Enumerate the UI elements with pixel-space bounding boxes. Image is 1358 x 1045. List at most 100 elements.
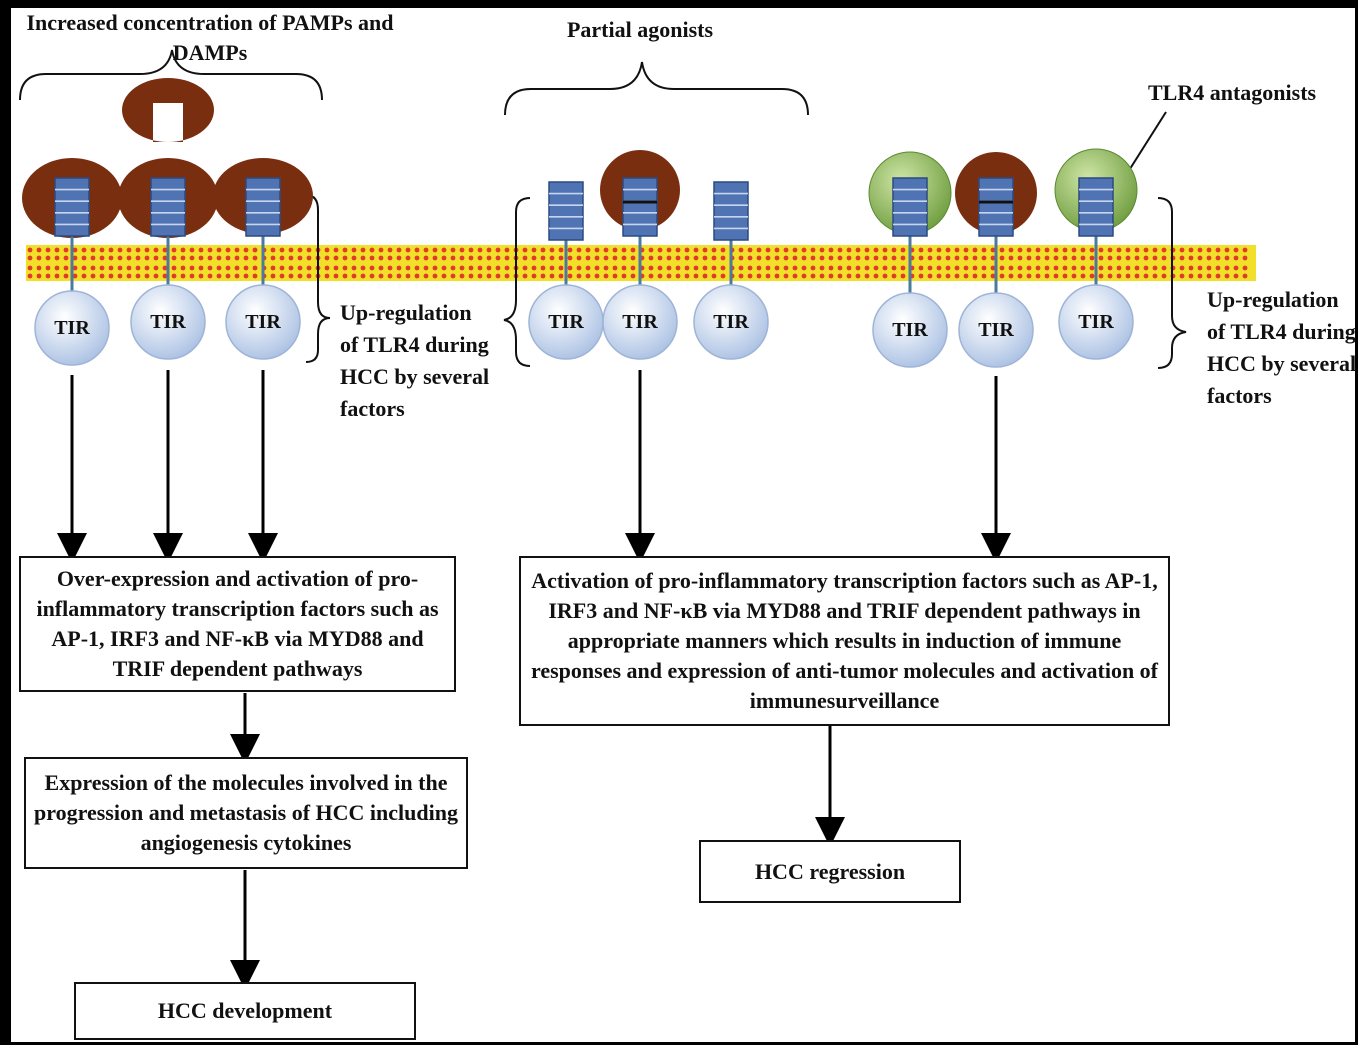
- membrane-dot: [1116, 265, 1122, 271]
- membrane-dot: [1107, 273, 1113, 279]
- membrane-dot: [171, 247, 177, 253]
- membrane-dot: [351, 255, 357, 261]
- membrane-dot: [441, 265, 447, 271]
- left-box-hcc-development: HCC development: [74, 982, 416, 1040]
- membrane-dot: [990, 247, 996, 253]
- membrane-dot: [576, 273, 582, 279]
- membrane-dot: [621, 255, 627, 261]
- membrane-dot: [405, 273, 411, 279]
- membrane-dot: [792, 273, 798, 279]
- membrane-dot: [630, 255, 636, 261]
- membrane-dot: [1017, 247, 1023, 253]
- membrane-dot: [882, 247, 888, 253]
- membrane-dot: [882, 255, 888, 261]
- membrane-dot: [225, 247, 231, 253]
- membrane-dot: [801, 273, 807, 279]
- membrane-dot: [378, 265, 384, 271]
- membrane-dot: [1197, 247, 1203, 253]
- tir-label: TIR: [150, 311, 186, 333]
- membrane-dot: [459, 265, 465, 271]
- membrane-dot: [549, 255, 555, 261]
- membrane-dot: [270, 273, 276, 279]
- membrane-dot: [873, 273, 879, 279]
- upregulation-label-right: Up-regulation of TLR4 during HCC by seve…: [1207, 287, 1357, 408]
- membrane-dot: [369, 265, 375, 271]
- membrane-dot: [720, 265, 726, 271]
- tir-label: TIR: [978, 319, 1014, 341]
- membrane-dot: [657, 273, 663, 279]
- membrane-dot: [756, 273, 762, 279]
- membrane-dot: [45, 273, 51, 279]
- membrane-dot: [1215, 247, 1221, 253]
- membrane-dot: [990, 265, 996, 271]
- membrane-dot: [414, 255, 420, 261]
- membrane-dot: [108, 273, 114, 279]
- membrane-dot: [1224, 247, 1230, 253]
- tir-domain: [130, 284, 206, 360]
- membrane-dot: [810, 265, 816, 271]
- membrane-dot: [441, 273, 447, 279]
- membrane-dot: [396, 273, 402, 279]
- membrane-dot: [621, 273, 627, 279]
- membrane-dot: [864, 255, 870, 261]
- membrane-dot: [837, 247, 843, 253]
- membrane-dot: [333, 247, 339, 253]
- membrane-dot: [1188, 273, 1194, 279]
- membrane-dot: [1134, 265, 1140, 271]
- membrane-dot: [1188, 265, 1194, 271]
- membrane-dot: [342, 265, 348, 271]
- membrane-dot: [684, 247, 690, 253]
- membrane-dot: [594, 247, 600, 253]
- membrane-dot: [1071, 247, 1077, 253]
- membrane-dot: [963, 273, 969, 279]
- membrane-dot: [747, 255, 753, 261]
- membrane-dot: [252, 247, 258, 253]
- membrane-dot: [270, 255, 276, 261]
- membrane-dot: [1179, 247, 1185, 253]
- membrane-dot: [72, 273, 78, 279]
- membrane-dot: [333, 265, 339, 271]
- membrane-dot: [27, 255, 33, 261]
- tir-domain: [1058, 284, 1134, 360]
- partial-agonists-brace: [504, 61, 809, 116]
- membrane-dot: [1134, 255, 1140, 261]
- membrane-dot: [936, 247, 942, 253]
- receptor-domain: [150, 177, 186, 237]
- membrane-dot: [981, 247, 987, 253]
- membrane-dot: [1224, 255, 1230, 261]
- membrane-dot: [1125, 247, 1131, 253]
- membrane-dot: [981, 273, 987, 279]
- membrane-dot: [117, 247, 123, 253]
- membrane-dot: [765, 255, 771, 261]
- membrane-dot: [468, 247, 474, 253]
- membrane-dot: [180, 255, 186, 261]
- ligand-group-label: Increased concentration of PAMPs and DAM…: [26, 10, 394, 65]
- membrane-dot: [567, 247, 573, 253]
- membrane-dot: [981, 265, 987, 271]
- membrane-dot: [792, 265, 798, 271]
- membrane-dot: [369, 247, 375, 253]
- membrane-dot: [810, 273, 816, 279]
- membrane-dot: [288, 247, 294, 253]
- membrane-dot: [1242, 265, 1248, 271]
- membrane-dot: [414, 247, 420, 253]
- membrane-dot: [99, 247, 105, 253]
- membrane-dot: [369, 273, 375, 279]
- tir-label: TIR: [54, 317, 90, 339]
- membrane-dot: [522, 255, 528, 261]
- membrane-dot: [306, 255, 312, 261]
- membrane-dot: [396, 247, 402, 253]
- tir-label: TIR: [892, 319, 928, 341]
- membrane-dot: [144, 265, 150, 271]
- membrane-dot: [666, 255, 672, 261]
- membrane-dot: [108, 255, 114, 261]
- membrane-dot: [630, 247, 636, 253]
- membrane-dot: [810, 247, 816, 253]
- membrane-dot: [846, 247, 852, 253]
- membrane-dot: [900, 255, 906, 261]
- membrane-dot: [90, 273, 96, 279]
- membrane-dot: [1224, 265, 1230, 271]
- membrane-dot: [927, 255, 933, 261]
